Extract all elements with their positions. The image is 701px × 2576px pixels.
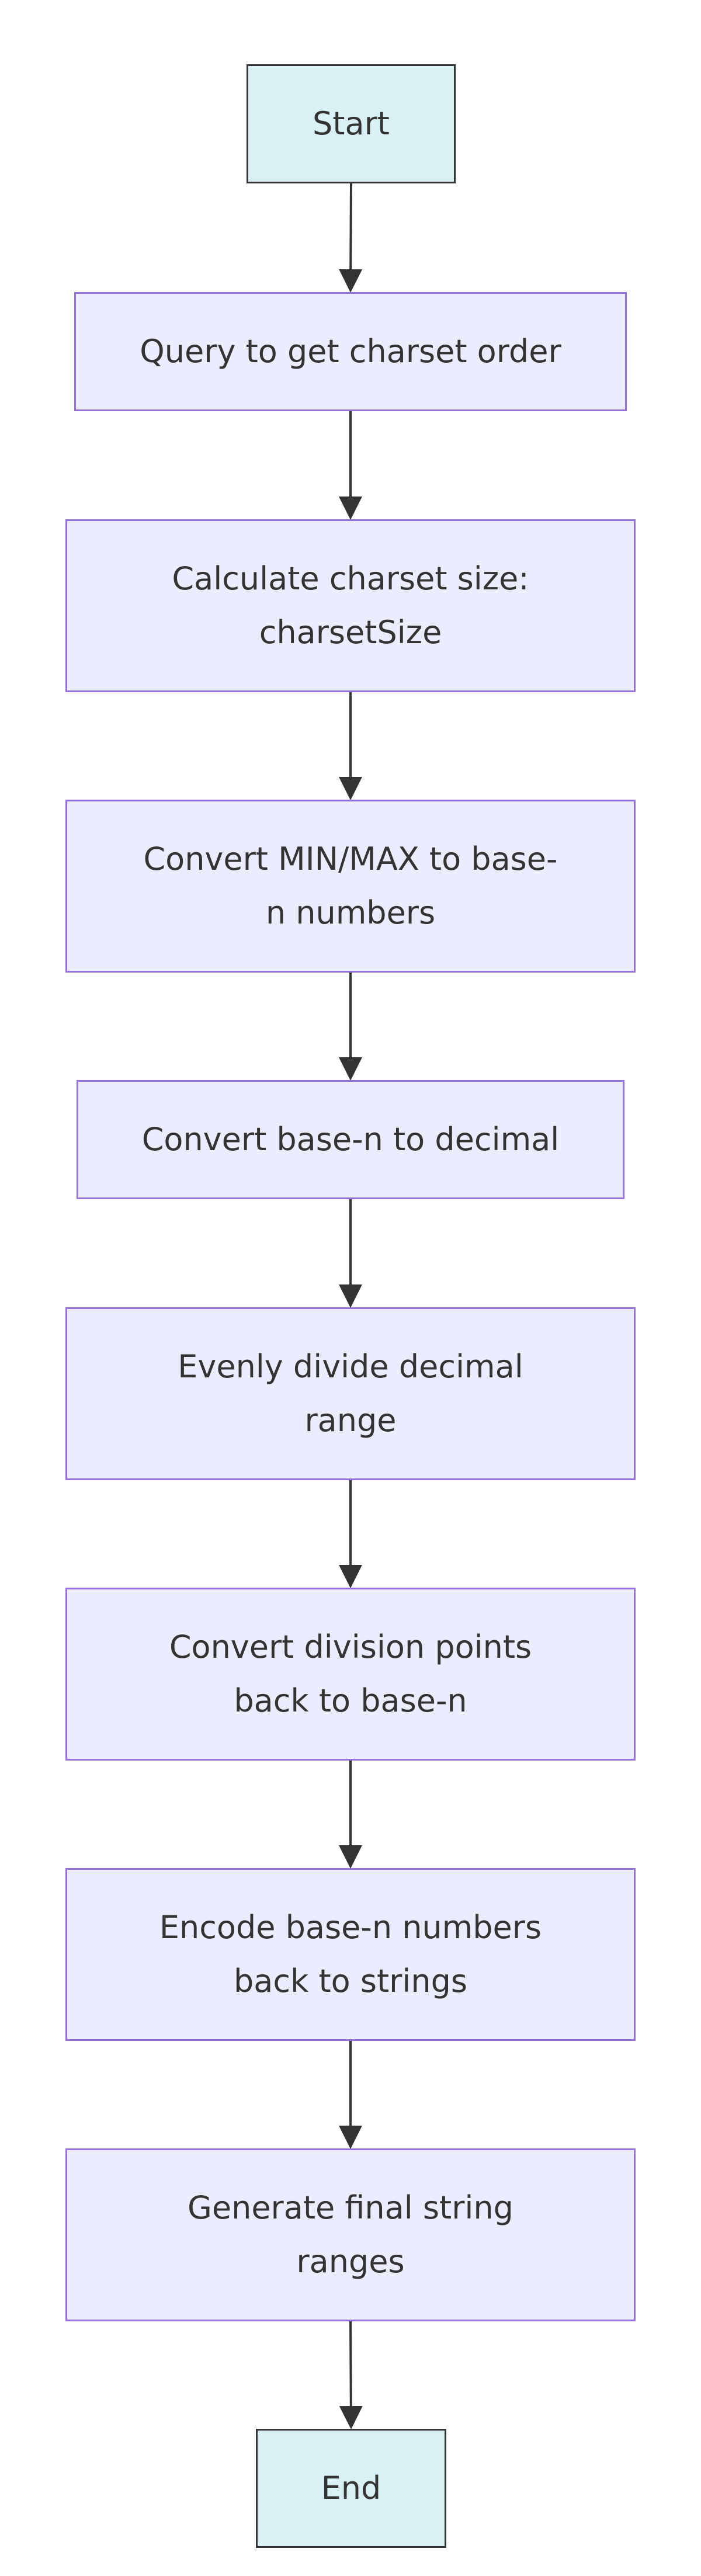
start-node: Start — [247, 64, 456, 183]
calc-size-node: Calculate charset size: charsetSize — [65, 519, 636, 692]
calc-size-node-label: Calculate charset size: charsetSize — [172, 560, 529, 651]
divide-range-node: Evenly divide decimal range — [65, 1307, 636, 1480]
edge-generate_ranges-to-end — [339, 2321, 363, 2429]
divide-range-node-label: Evenly divide decimal range — [178, 1348, 523, 1439]
end-node-label: End — [321, 2470, 381, 2506]
generate-ranges-node: Generate final string ranges — [65, 2148, 636, 2321]
convert-decimal-node: Convert base-n to decimal — [77, 1080, 624, 1199]
encode-strings-node: Encode base-n numbers back to strings — [65, 1868, 636, 2041]
convert-minmax-node-label: Convert MIN/MAX to base-n numbers — [143, 841, 558, 931]
start-node-label: Start — [313, 105, 390, 142]
convert-minmax-node: Convert MIN/MAX to base-n numbers — [65, 800, 636, 973]
query-charset-node-label: Query to get charset order — [140, 333, 561, 370]
convert-decimal-node-label: Convert base-n to decimal — [141, 1121, 560, 1158]
query-charset-node: Query to get charset order — [74, 292, 627, 411]
convert-points-node: Convert division points back to base-n — [65, 1588, 636, 1761]
end-node: End — [256, 2429, 446, 2548]
generate-ranges-node-label: Generate final string ranges — [188, 2189, 513, 2280]
encode-strings-node-label: Encode base-n numbers back to strings — [159, 1909, 542, 1999]
convert-points-node-label: Convert division points back to base-n — [169, 1629, 532, 1719]
edge-start-to-query_charset — [339, 183, 363, 293]
